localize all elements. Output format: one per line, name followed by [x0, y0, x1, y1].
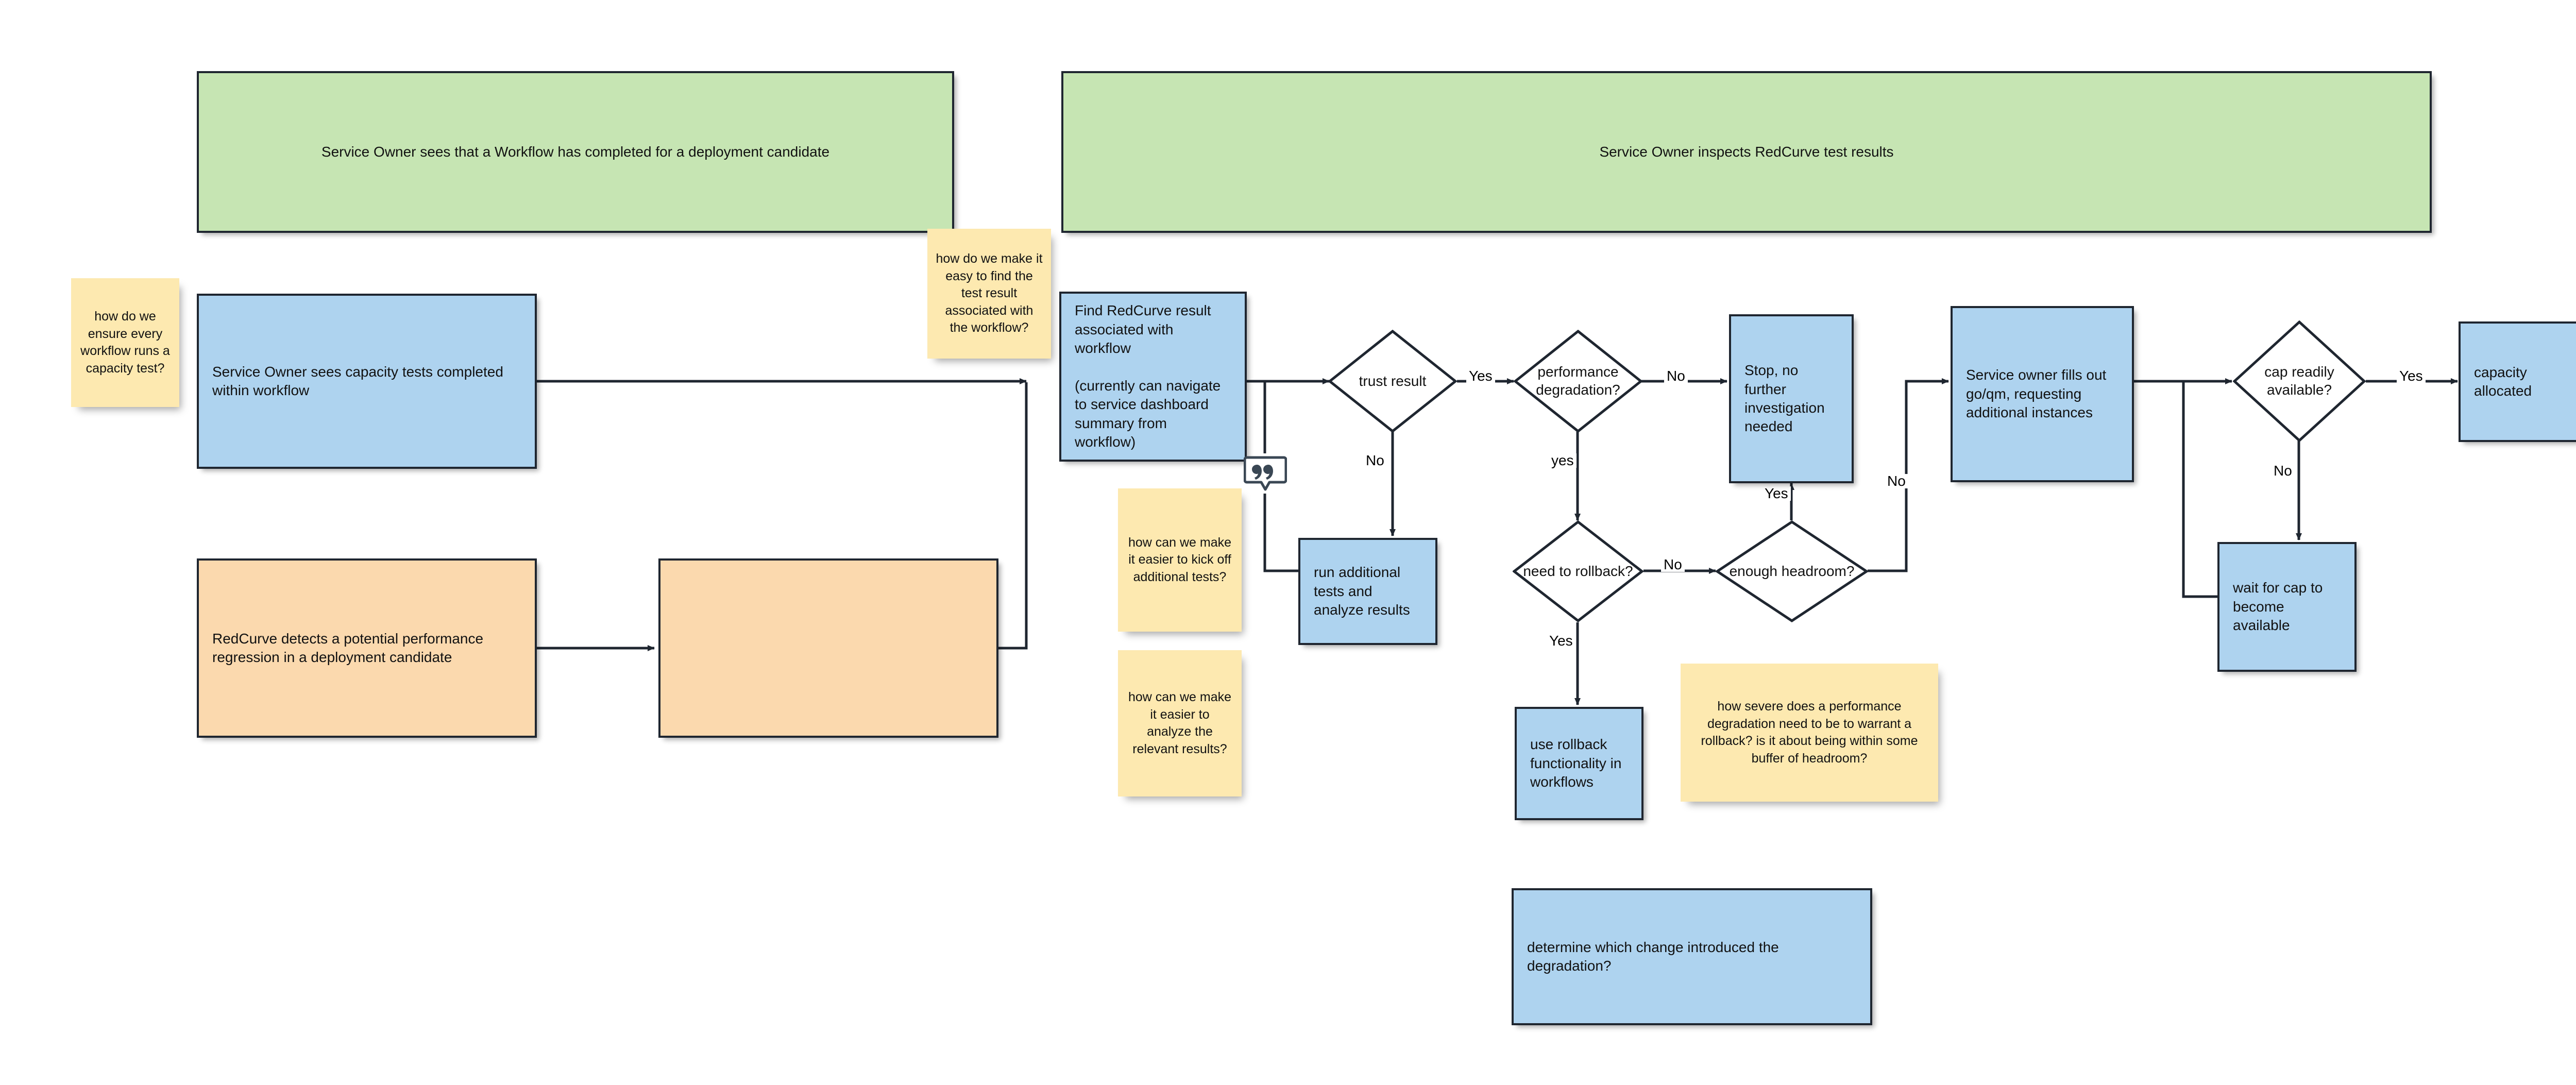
sticky-note-severity: how severe does a performance degradatio… — [1681, 664, 1938, 802]
sticky-note-find-result-text: how do we make it easy to find the test … — [936, 251, 1043, 335]
decision-need-to-rollback[interactable]: need to rollback? — [1513, 520, 1643, 622]
edge-label-rollback-yes: Yes — [1547, 634, 1575, 648]
edge-label-cap-no: No — [2271, 464, 2295, 478]
step-stop-no-investigation-label: Stop, no further investigation needed — [1744, 362, 1825, 435]
sticky-note-analyze-results: how can we make it easier to analyze the… — [1118, 650, 1242, 796]
sticky-note-capacity-test: how do we ensure every workflow runs a c… — [71, 278, 179, 407]
step-use-rollback-functionality[interactable]: use rollback functionality in workflows — [1515, 707, 1643, 820]
edge-label-headroom-yes: Yes — [1762, 486, 1791, 501]
decision-performance-degradation[interactable]: performance degradation? — [1514, 330, 1642, 433]
sticky-note-kick-off-tests-text: how can we make it easier to kick off ad… — [1128, 535, 1232, 584]
edge-label-rollback-no: No — [1661, 557, 1685, 572]
edge-label-cap-yes: Yes — [2397, 369, 2426, 383]
step-run-additional-tests-label: run additional tests and analyze results — [1314, 564, 1410, 618]
diamond-shape — [1328, 330, 1457, 433]
sticky-note-capacity-test-text: how do we ensure every workflow runs a c… — [80, 309, 170, 376]
step-orange-blank[interactable] — [658, 558, 998, 738]
decision-cap-readily-available[interactable]: cap readily available? — [2233, 320, 2366, 442]
step-capacity-tests-completed[interactable]: Service Owner sees capacity tests comple… — [197, 294, 537, 469]
decision-enough-headroom[interactable]: enough headroom? — [1716, 520, 1868, 622]
step-run-additional-tests[interactable]: run additional tests and analyze results — [1298, 538, 1437, 645]
sticky-note-analyze-results-text: how can we make it easier to analyze the… — [1128, 690, 1232, 756]
step-capacity-allocated-label: capacity allocated — [2474, 364, 2532, 399]
edge-label-degradation-yes: yes — [1549, 453, 1577, 468]
lane-header-workflow-completed: Service Owner sees that a Workflow has c… — [197, 71, 954, 233]
step-redcurve-detects-regression[interactable]: RedCurve detects a potential performance… — [197, 558, 537, 738]
edge-label-trust-yes: Yes — [1466, 369, 1495, 383]
sticky-note-find-result: how do we make it easy to find the test … — [927, 229, 1051, 359]
step-fills-out-goqm[interactable]: Service owner fills out go/qm, requestin… — [1951, 306, 2134, 482]
step-capacity-tests-completed-label: Service Owner sees capacity tests comple… — [212, 363, 503, 398]
step-find-redcurve-result[interactable]: Find RedCurve result associated with wor… — [1059, 292, 1247, 462]
step-wait-for-cap[interactable]: wait for cap to become available — [2217, 542, 2357, 672]
step-stop-no-investigation[interactable]: Stop, no further investigation needed — [1729, 314, 1854, 483]
step-use-rollback-functionality-label: use rollback functionality in workflows — [1530, 736, 1622, 790]
comment-quote-icon[interactable] — [1243, 455, 1287, 494]
step-determine-which-change[interactable]: determine which change introduced the de… — [1512, 888, 1872, 1025]
edge-label-headroom-no: No — [1885, 474, 1908, 488]
sticky-note-kick-off-tests: how can we make it easier to kick off ad… — [1118, 488, 1242, 632]
diamond-shape — [1716, 520, 1868, 622]
edge-label-degradation-no: No — [1664, 369, 1688, 383]
diamond-shape — [1514, 330, 1642, 433]
lane-1-label: Service Owner sees that a Workflow has c… — [321, 143, 830, 160]
lane-2-label: Service Owner inspects RedCurve test res… — [1599, 143, 1894, 160]
decision-trust-result[interactable]: trust result — [1328, 330, 1457, 433]
comment-quote-icon-glyph — [1243, 456, 1287, 491]
step-fills-out-goqm-label: Service owner fills out go/qm, requestin… — [1966, 367, 2107, 421]
step-redcurve-detects-regression-label: RedCurve detects a potential performance… — [212, 630, 484, 665]
diamond-shape — [1513, 520, 1643, 622]
step-capacity-allocated[interactable]: capacity allocated — [2459, 321, 2576, 442]
diamond-shape — [2233, 320, 2366, 442]
lane-header-inspects-results: Service Owner inspects RedCurve test res… — [1061, 71, 2432, 233]
sticky-note-severity-text: how severe does a performance degradatio… — [1701, 699, 1918, 766]
step-determine-which-change-label: determine which change introduced the de… — [1527, 939, 1779, 974]
step-find-redcurve-result-label: Find RedCurve result associated with wor… — [1075, 302, 1221, 450]
edge-label-trust-no: No — [1363, 453, 1387, 468]
step-wait-for-cap-label: wait for cap to become available — [2233, 580, 2323, 634]
